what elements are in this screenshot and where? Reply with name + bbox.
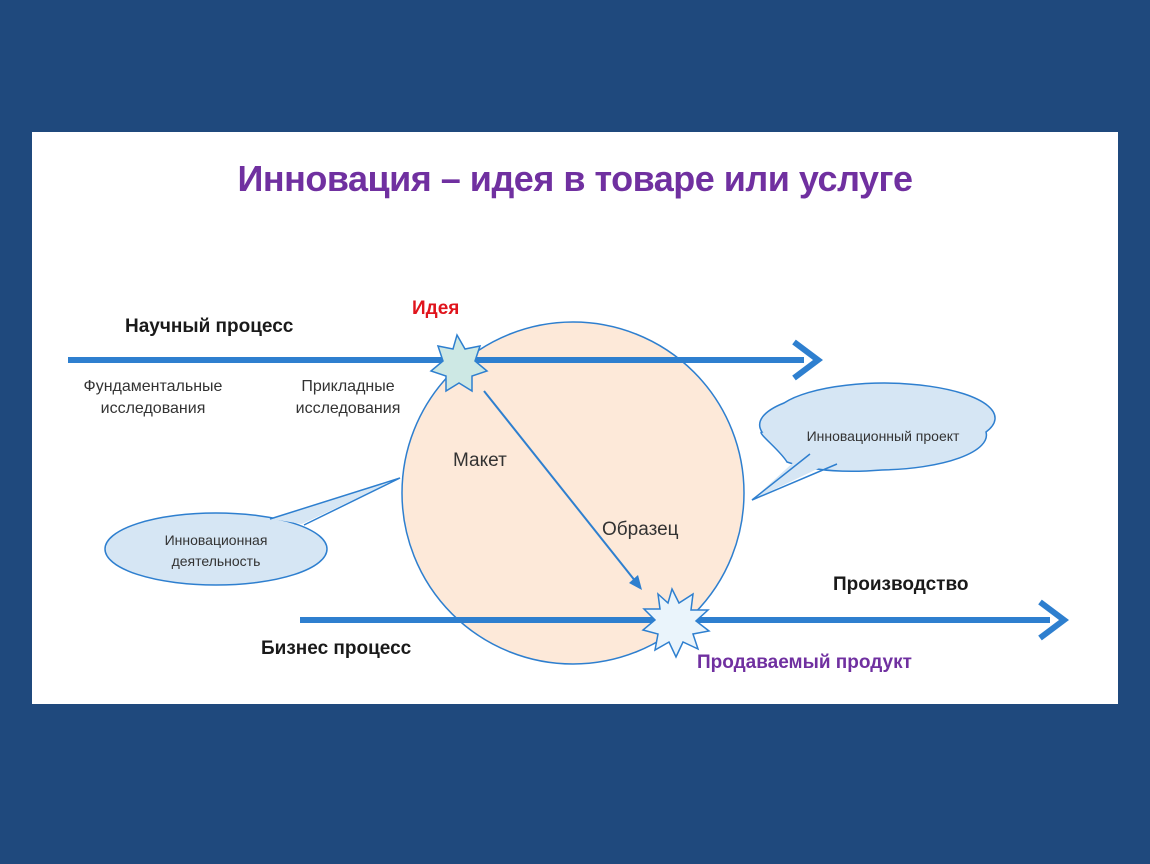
mockup-label: Макет — [453, 450, 507, 471]
innovation-circle — [401, 321, 745, 665]
idea-star-icon — [429, 333, 489, 393]
applied-research-label: Прикладные исследования — [295, 378, 401, 417]
slide-panel: Инновация – идея в товаре или услуге Нау… — [32, 132, 1118, 704]
innovation-project-bubble — [758, 382, 996, 473]
business-process-label: Бизнес процесс — [261, 638, 412, 659]
scientific-process-label: Научный процесс — [125, 316, 294, 337]
production-label: Производство — [833, 574, 969, 595]
slide-title: Инновация – идея в товаре или услуге — [237, 158, 913, 199]
idea-to-product-arrowhead — [629, 575, 642, 590]
sample-label: Образец — [602, 519, 679, 540]
fundamental-research-label: Фундаментальные исследования — [83, 378, 223, 417]
innovation-activity-bubble-tail-edge — [269, 477, 401, 526]
innovation-project-bubble-tail-edge — [751, 453, 838, 501]
innovation-project-bubble-tail — [752, 450, 832, 500]
innovation-project-text: Инновационный проект — [806, 428, 960, 444]
innovation-activity-bubble-tail — [272, 478, 400, 524]
scientific-process-arrowhead — [792, 339, 823, 381]
sold-product-label: Продаваемый продукт — [697, 652, 912, 673]
innovation-activity-text: Инновационная деятельность — [164, 532, 268, 569]
product-burst-icon — [641, 586, 711, 659]
innovation-activity-bubble — [104, 512, 328, 586]
idea-to-product-arrow — [483, 390, 637, 583]
innovation-diagram — [68, 321, 1069, 665]
business-process-arrowhead — [1038, 599, 1069, 641]
idea-label: Идея — [412, 298, 460, 319]
